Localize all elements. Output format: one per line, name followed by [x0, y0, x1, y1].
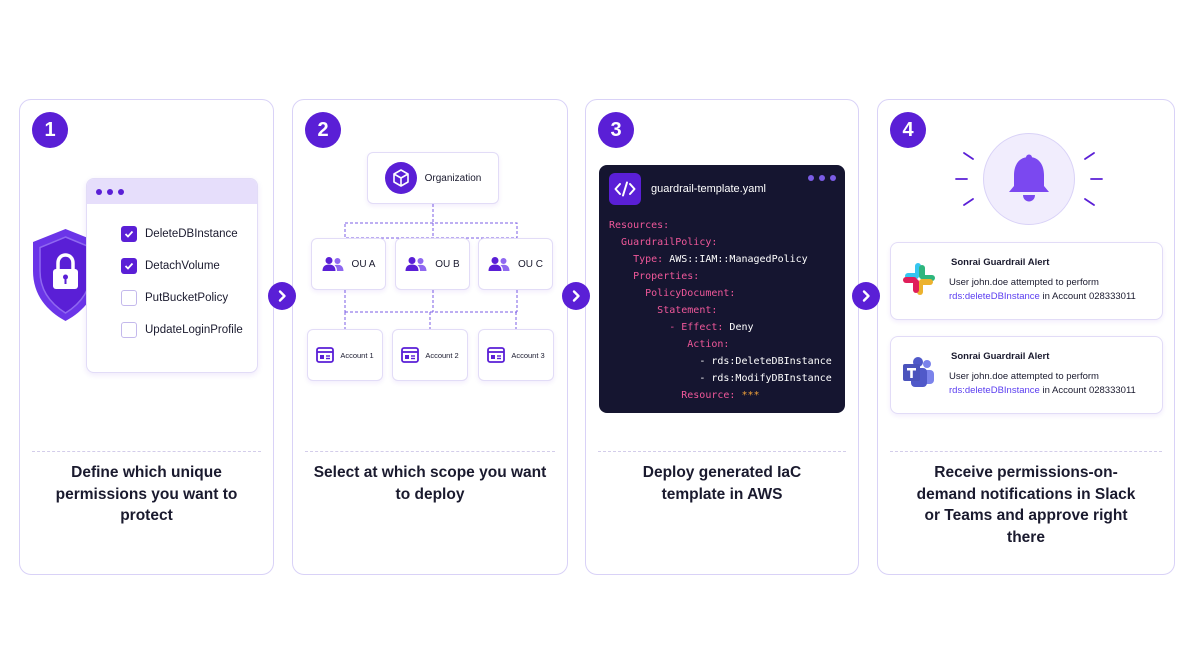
permission-label: DeleteDBInstance — [145, 228, 238, 240]
alert-suffix: in Account 028333011 — [1039, 291, 1136, 302]
step-number-badge: 4 — [890, 112, 926, 148]
teams-icon — [903, 357, 934, 387]
permissions-list: DeleteDBInstance DetachVolume PutBucketP… — [87, 204, 257, 346]
code-line: Properties: — [633, 271, 700, 282]
code-line: Resources: — [609, 220, 670, 231]
permissions-window: DeleteDBInstance DetachVolume PutBucketP… — [86, 178, 258, 373]
node-label: Account 1 — [340, 350, 374, 360]
next-step-arrow — [562, 282, 590, 310]
window-dot — [96, 188, 102, 195]
alert-text: User john.doe attempted to perform — [949, 277, 1099, 288]
step-card-scope: 2 Organization OU A OU B OU C — [292, 99, 568, 575]
alert-suffix: in Account 028333011 — [1039, 385, 1136, 396]
users-icon — [405, 257, 427, 271]
permission-item-deletedbinstance[interactable]: DeleteDBInstance — [121, 218, 257, 250]
step-card-define: 1 DeleteDBInstance DetachVol — [19, 99, 274, 575]
card-divider — [598, 451, 846, 452]
ou-node-a[interactable]: OU A — [311, 238, 386, 290]
template-filename: guardrail-template.yaml — [651, 183, 766, 195]
checkbox-unchecked-icon[interactable] — [121, 290, 137, 306]
account-card-icon — [487, 347, 506, 363]
account-node-2[interactable]: Account 2 — [392, 329, 468, 381]
code-editor-panel: guardrail-template.yaml Resources: Guard… — [599, 165, 845, 413]
ou-node-b[interactable]: OU B — [395, 238, 470, 290]
organization-node[interactable]: Organization — [367, 152, 499, 204]
code-line-value: *** — [735, 390, 760, 401]
node-label: Organization — [424, 172, 482, 184]
account-card-icon — [401, 347, 420, 363]
code-line: - Effect: — [669, 322, 724, 333]
step-number-badge: 1 — [32, 112, 68, 148]
checkbox-unchecked-icon[interactable] — [121, 322, 137, 338]
code-line: Type: — [633, 254, 664, 265]
permission-label: DetachVolume — [145, 260, 220, 272]
card-divider — [305, 451, 555, 452]
alert-message: User john.doe attempted to perform rds:d… — [949, 370, 1136, 398]
node-label: OU A — [351, 258, 376, 270]
window-dot — [118, 188, 124, 195]
step-caption: Define which unique permissions you want… — [55, 464, 238, 524]
code-line: GuardrailPolicy: — [621, 237, 718, 248]
code-editor-header: guardrail-template.yaml — [599, 165, 845, 213]
code-line: Action: — [687, 339, 730, 350]
teams-alert-card[interactable]: Sonrai Guardrail Alert User john.doe att… — [890, 336, 1163, 414]
alert-title: Sonrai Guardrail Alert — [951, 257, 1050, 268]
code-line: - rds:ModifyDBInstance — [699, 373, 832, 384]
editor-dots — [808, 175, 836, 181]
bell-icon — [1009, 154, 1049, 202]
slack-alert-card[interactable]: Sonrai Guardrail Alert User john.doe att… — [890, 242, 1163, 320]
permission-item-putbucketpolicy[interactable]: PutBucketPolicy — [121, 282, 257, 314]
node-label: OU B — [435, 258, 460, 270]
window-titlebar — [87, 179, 257, 204]
permission-label: PutBucketPolicy — [145, 292, 229, 304]
users-icon — [488, 257, 510, 271]
account-node-1[interactable]: Account 1 — [307, 329, 383, 381]
code-line-value: AWS::IAM::ManagedPolicy — [663, 254, 808, 265]
bell-rays — [955, 152, 1103, 206]
chevron-right-icon — [862, 290, 870, 302]
chevron-right-icon — [572, 290, 580, 302]
checkbox-checked-icon[interactable] — [121, 258, 137, 274]
alert-message: User john.doe attempted to perform rds:d… — [949, 276, 1136, 304]
step-caption: Receive permissions-on-demand notificati… — [916, 464, 1136, 546]
shield-lock-icon — [33, 229, 98, 321]
bell-badge — [983, 133, 1075, 225]
code-icon — [609, 173, 641, 205]
next-step-arrow — [852, 282, 880, 310]
code-line: Statement: — [657, 305, 718, 316]
users-icon — [322, 257, 344, 271]
alert-text: User john.doe attempted to perform — [949, 371, 1099, 382]
window-dot — [107, 188, 113, 195]
code-line: PolicyDocument: — [645, 288, 736, 299]
card-divider — [890, 451, 1162, 452]
alert-action-link[interactable]: rds:deleteDBInstance — [949, 385, 1040, 396]
code-line-value: Deny — [723, 322, 754, 333]
alert-action-link[interactable]: rds:deleteDBInstance — [949, 291, 1040, 302]
slack-icon — [903, 263, 935, 295]
permission-item-updateloginprofile[interactable]: UpdateLoginProfile — [121, 314, 257, 346]
node-label: Account 2 — [425, 350, 459, 360]
step-caption: Deploy generated IaC template in AWS — [642, 464, 802, 503]
step-number-badge: 2 — [305, 112, 341, 148]
step-card-deploy: 3 guardrail-template.yaml Resources: Gua… — [585, 99, 859, 575]
card-divider — [32, 451, 261, 452]
next-step-arrow — [268, 282, 296, 310]
node-label: Account 3 — [511, 350, 545, 360]
cube-icon — [384, 162, 417, 194]
yaml-code: Resources: GuardrailPolicy: Type: AWS::I… — [599, 213, 845, 404]
step-caption: Select at which scope you want to deploy — [313, 464, 547, 503]
permission-item-detachvolume[interactable]: DetachVolume — [121, 250, 257, 282]
step-number-badge: 3 — [598, 112, 634, 148]
permission-label: UpdateLoginProfile — [145, 324, 243, 336]
alert-title: Sonrai Guardrail Alert — [951, 351, 1050, 362]
account-node-3[interactable]: Account 3 — [478, 329, 554, 381]
ou-node-c[interactable]: OU C — [478, 238, 553, 290]
node-label: OU C — [518, 258, 543, 270]
code-line: - rds:DeleteDBInstance — [699, 356, 832, 367]
checkbox-checked-icon[interactable] — [121, 226, 137, 242]
chevron-right-icon — [278, 290, 286, 302]
code-line: Resource: — [681, 390, 736, 401]
account-card-icon — [316, 347, 335, 363]
step-card-notify: 4 Sonrai Guardrail Alert — [877, 99, 1175, 575]
